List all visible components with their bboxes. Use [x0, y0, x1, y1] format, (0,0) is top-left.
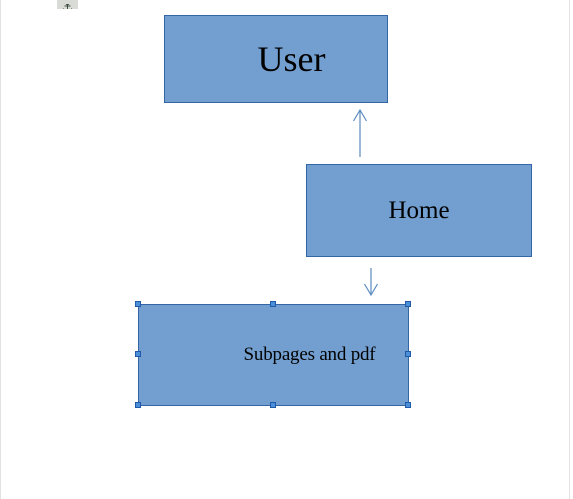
user-shape[interactable]: User [164, 15, 388, 103]
home-shape-label: Home [388, 196, 450, 224]
page-left-margin-line [0, 0, 1, 499]
resize-handle-middle-right[interactable] [405, 351, 411, 357]
resize-handle-bottom-center[interactable] [270, 402, 276, 408]
subpages-shape[interactable]: Subpages and pdf [138, 304, 409, 406]
resize-handle-bottom-left[interactable] [135, 402, 141, 408]
user-shape-label: User [257, 39, 326, 79]
arrow-down-icon[interactable] [363, 268, 379, 297]
resize-handle-top-left[interactable] [135, 301, 141, 307]
resize-handle-top-right[interactable] [405, 301, 411, 307]
page-right-margin-line [569, 0, 570, 499]
home-shape[interactable]: Home [306, 164, 532, 257]
anchor-icon[interactable] [57, 0, 78, 9]
resize-handle-middle-left[interactable] [135, 351, 141, 357]
resize-handle-bottom-right[interactable] [405, 402, 411, 408]
resize-handle-top-center[interactable] [270, 301, 276, 307]
subpages-shape-label: Subpages and pdf [243, 344, 376, 365]
anchor-icon-glyph [63, 0, 72, 9]
arrow-up-icon[interactable] [352, 108, 368, 157]
